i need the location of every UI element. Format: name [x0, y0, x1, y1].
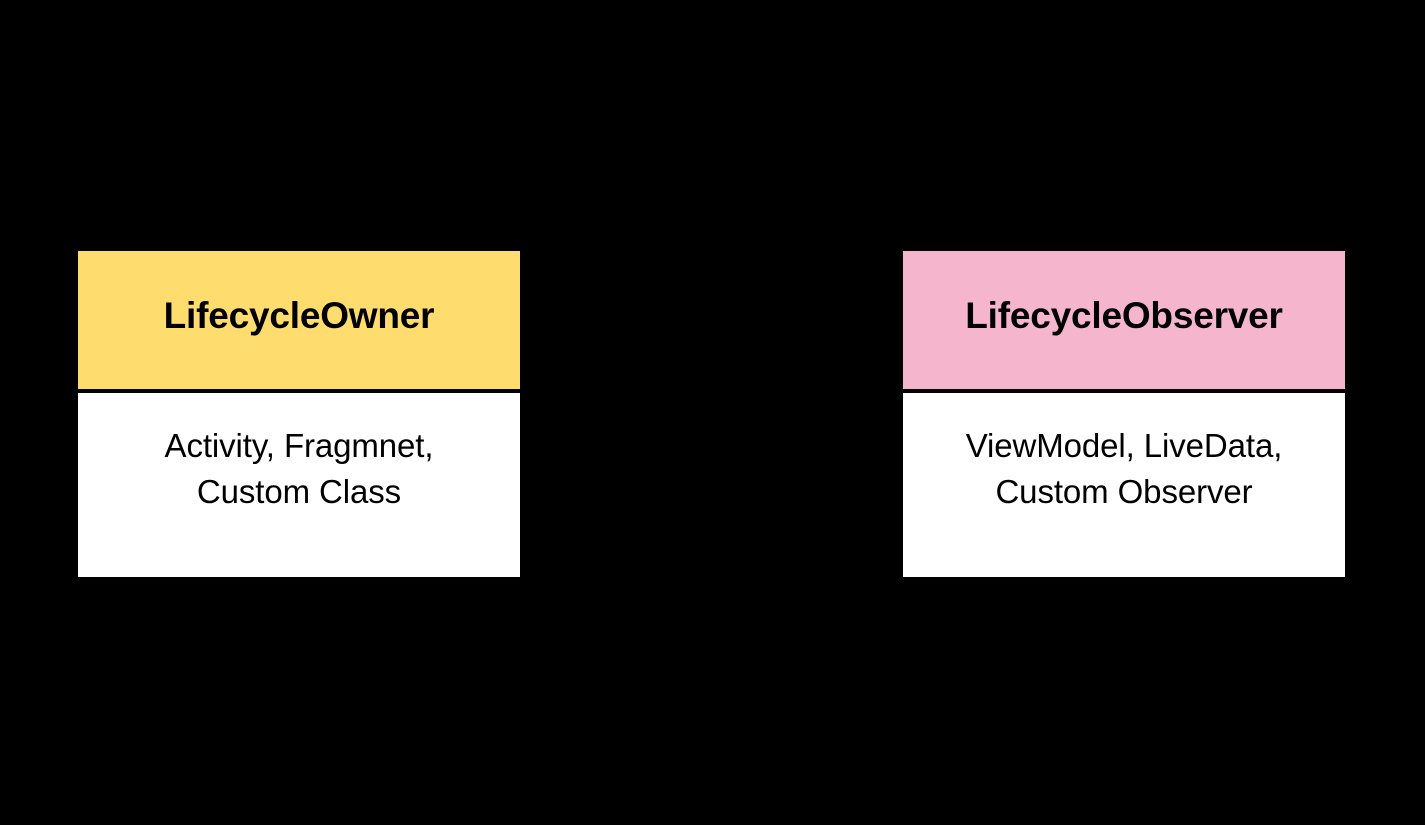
class-box-lifecycle-observer[interactable]: LifecycleObserver ViewModel, LiveData, C… [900, 248, 1348, 580]
class-title-lifecycle-observer: LifecycleObserver [965, 294, 1283, 336]
class-body-text-lifecycle-owner: Activity, Fragmnet, Custom Class [164, 427, 434, 510]
class-body-text-lifecycle-observer: ViewModel, LiveData, Custom Observer [965, 427, 1283, 510]
class-header-lifecycle-observer: LifecycleObserver [903, 251, 1345, 393]
class-box-lifecycle-owner[interactable]: LifecycleOwner Activity, Fragmnet, Custo… [75, 248, 523, 580]
class-body-lifecycle-observer: ViewModel, LiveData, Custom Observer [903, 393, 1345, 577]
class-header-lifecycle-owner: LifecycleOwner [78, 251, 520, 393]
class-body-lifecycle-owner: Activity, Fragmnet, Custom Class [78, 393, 520, 577]
class-title-lifecycle-owner: LifecycleOwner [163, 294, 435, 336]
